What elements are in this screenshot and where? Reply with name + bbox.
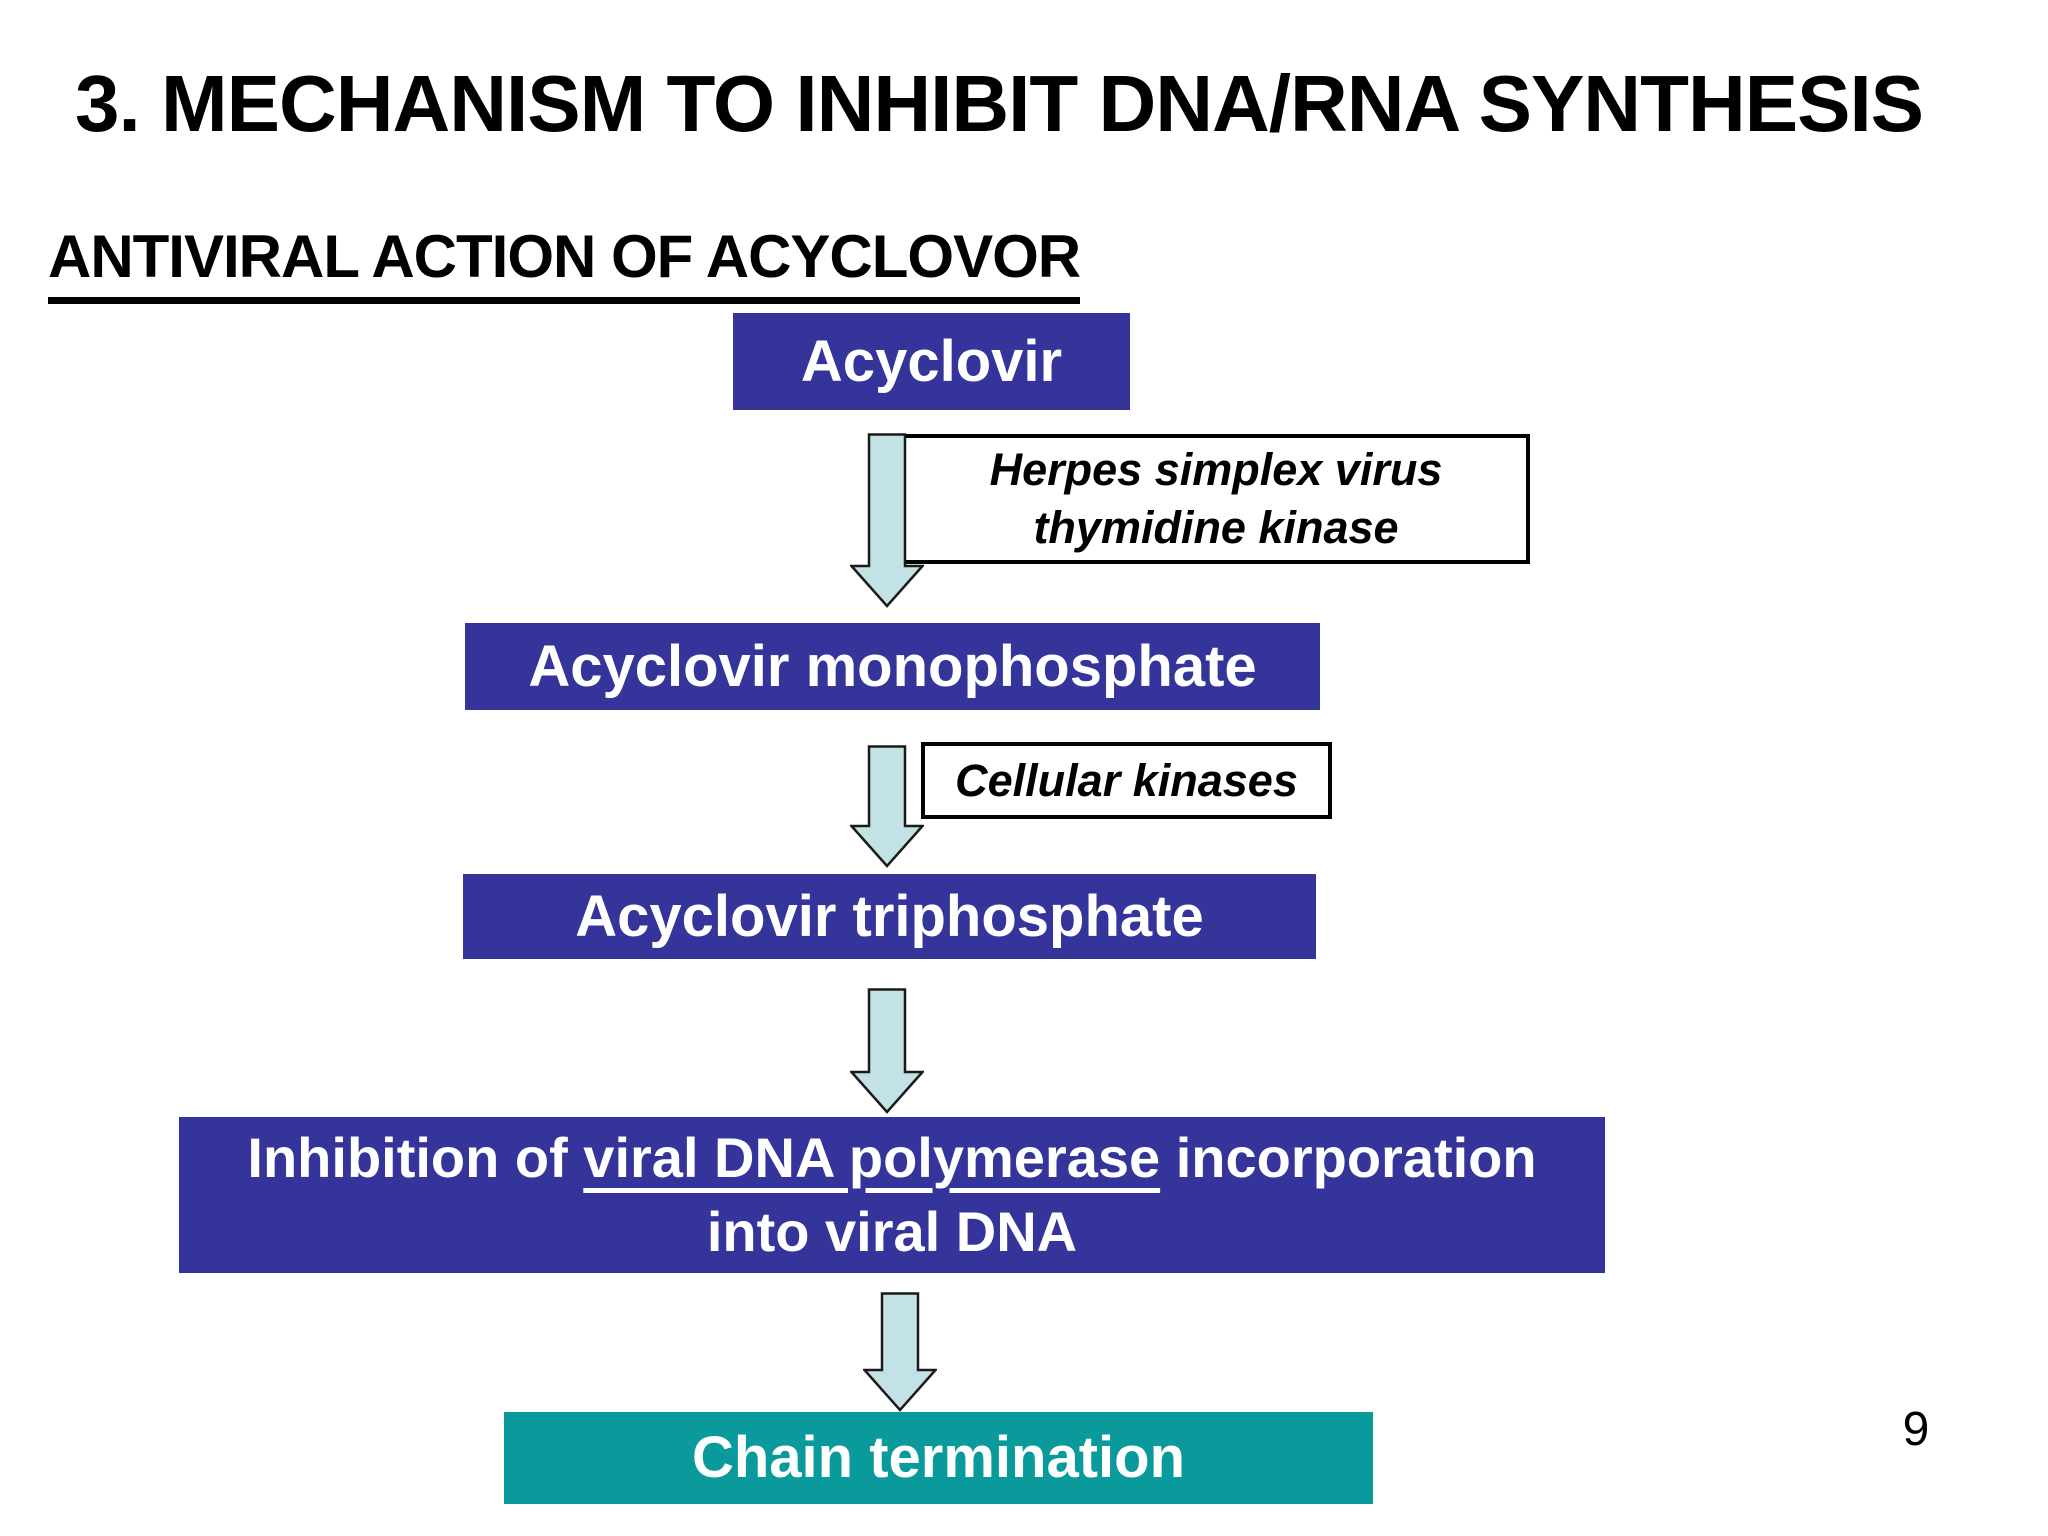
enzyme-label-hsv-thymidine-kinase: Herpes simplex virus thymidine kinase <box>902 434 1530 564</box>
down-arrow-icon-4 <box>863 1292 937 1412</box>
flow-node-chain-termination: Chain termination <box>504 1412 1373 1504</box>
section-heading: ANTIVIRAL ACTION OF ACYCLOVOR <box>48 222 1081 304</box>
flow-node-acyclovir-triphosphate: Acyclovir triphosphate <box>463 874 1316 959</box>
down-arrow-icon-3 <box>850 988 924 1114</box>
inhibition-prefix: Inhibition of <box>247 1126 584 1189</box>
enzyme-hsv-line-1: Herpes simplex virus <box>989 444 1443 495</box>
inhibition-text: Inhibition of viral DNA polymerase incor… <box>247 1121 1536 1269</box>
page-number: 9 <box>1902 1403 1930 1456</box>
enzyme-label-cellular-kinases: Cellular kinases <box>921 742 1332 819</box>
inhibition-line-2: into viral DNA <box>706 1200 1078 1263</box>
inhibition-underlined-phrase: viral DNA polymerase <box>583 1126 1161 1189</box>
flow-node-inhibition: Inhibition of viral DNA polymerase incor… <box>179 1117 1605 1273</box>
flow-node-acyclovir-monophosphate: Acyclovir monophosphate <box>465 623 1320 710</box>
enzyme-hsv-line-2: thymidine kinase <box>1033 502 1399 553</box>
inhibition-suffix: incorporation <box>1160 1126 1537 1189</box>
down-arrow-icon-2 <box>850 745 924 868</box>
inhibition-line-1: Inhibition of viral DNA polymerase incor… <box>247 1121 1536 1195</box>
down-arrow-icon-1 <box>850 433 924 608</box>
slide-title: 3. MECHANISM TO INHIBIT DNA/RNA SYNTHESI… <box>75 59 1924 148</box>
flow-node-acyclovir: Acyclovir <box>733 313 1130 410</box>
